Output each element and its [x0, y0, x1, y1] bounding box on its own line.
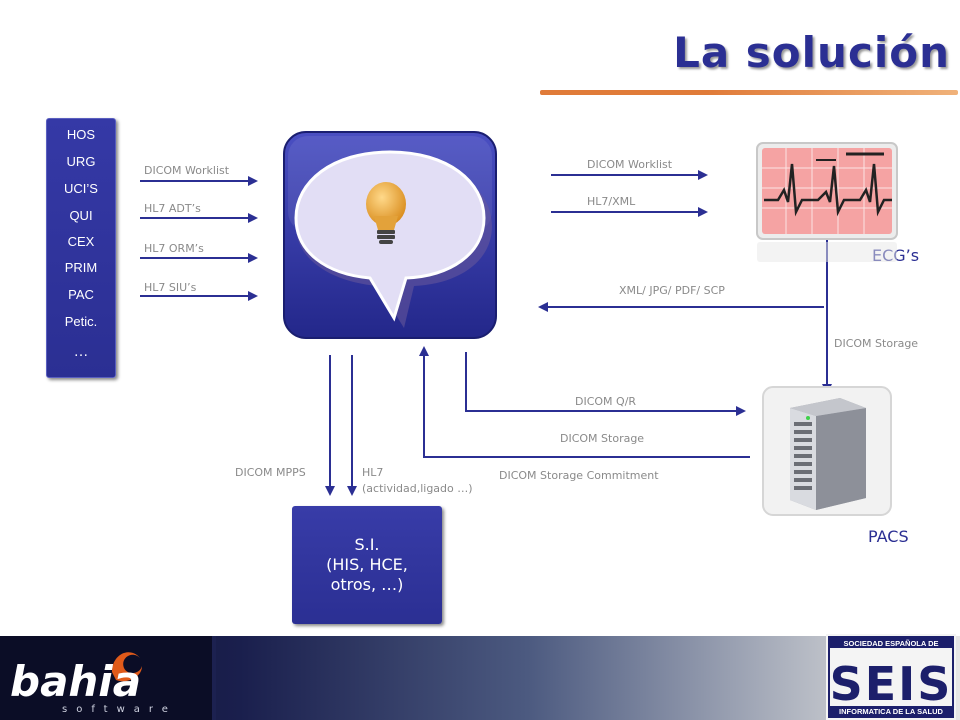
si-box: S.I. (HIS, HCE, otros, …) [292, 506, 442, 624]
central-app-icon [283, 131, 497, 339]
dept-prim: PRIM [64, 260, 98, 275]
dept-ucis: UCI’S [64, 181, 98, 196]
seis-top-text: SOCIEDAD ESPAÑOLA DE [843, 639, 938, 648]
footer-logo-panel [0, 636, 212, 720]
brand-sub-text: software [62, 704, 177, 715]
label-mpps: DICOM MPPS [235, 466, 306, 479]
dept-cex: CEX [67, 234, 95, 249]
departments-box: HOS URG UCI’S QUI CEX PRIM PAC Petic. … [46, 118, 116, 378]
label-qr: DICOM Q/R [575, 395, 637, 408]
dept-hos: HOS [66, 127, 96, 142]
seis-bottom-text: INFORMATICA DE LA SALUD [839, 707, 943, 716]
title-underline [540, 90, 958, 95]
lightbulb-icon [366, 182, 406, 244]
si-box-line2: (HIS, HCE, [326, 555, 408, 574]
si-box-line3: otros, …) [330, 575, 404, 594]
label-commitment: DICOM Storage Commitment [499, 469, 659, 482]
label-siu: HL7 SIU’s [144, 281, 197, 294]
label-ecg-storage: DICOM Storage [834, 337, 919, 350]
bahia-logo: bahia software [10, 652, 177, 715]
label-storage: DICOM Storage [560, 432, 645, 445]
label-orm: HL7 ORM’s [144, 242, 204, 255]
dept-qui: QUI [69, 208, 93, 223]
arrow-storage-commit [419, 346, 750, 458]
si-box-line1: S.I. [354, 535, 380, 554]
ecg-device-icon [756, 142, 898, 262]
label-worklist-ecg: DICOM Worklist [587, 158, 673, 171]
label-adt: HL7 ADT’s [144, 202, 201, 215]
dept-pac: PAC [68, 287, 94, 302]
label-return: XML/ JPG/ PDF/ SCP [619, 284, 725, 297]
label-worklist-in: DICOM Worklist [144, 164, 230, 177]
seis-logo: SOCIEDAD ESPAÑOLA DE SEIS INFORMATICA DE… [826, 634, 956, 720]
arrow-qr [465, 352, 746, 416]
page-title: La solución [673, 28, 950, 77]
brand-text: bahia [10, 657, 141, 706]
pacs-server-icon [762, 386, 892, 516]
dept-urg: URG [66, 154, 96, 169]
seis-name-text: SEIS [830, 657, 953, 711]
dept-more: … [73, 343, 89, 360]
pacs-label: PACS [868, 527, 909, 546]
dept-petic: Petic. [64, 314, 98, 329]
label-hl7-detail: (actividad,ligado …) [362, 482, 473, 495]
label-hl7xml: HL7/XML [587, 195, 636, 208]
label-hl7-si: HL7 [362, 466, 384, 479]
footer-divider [212, 636, 216, 720]
